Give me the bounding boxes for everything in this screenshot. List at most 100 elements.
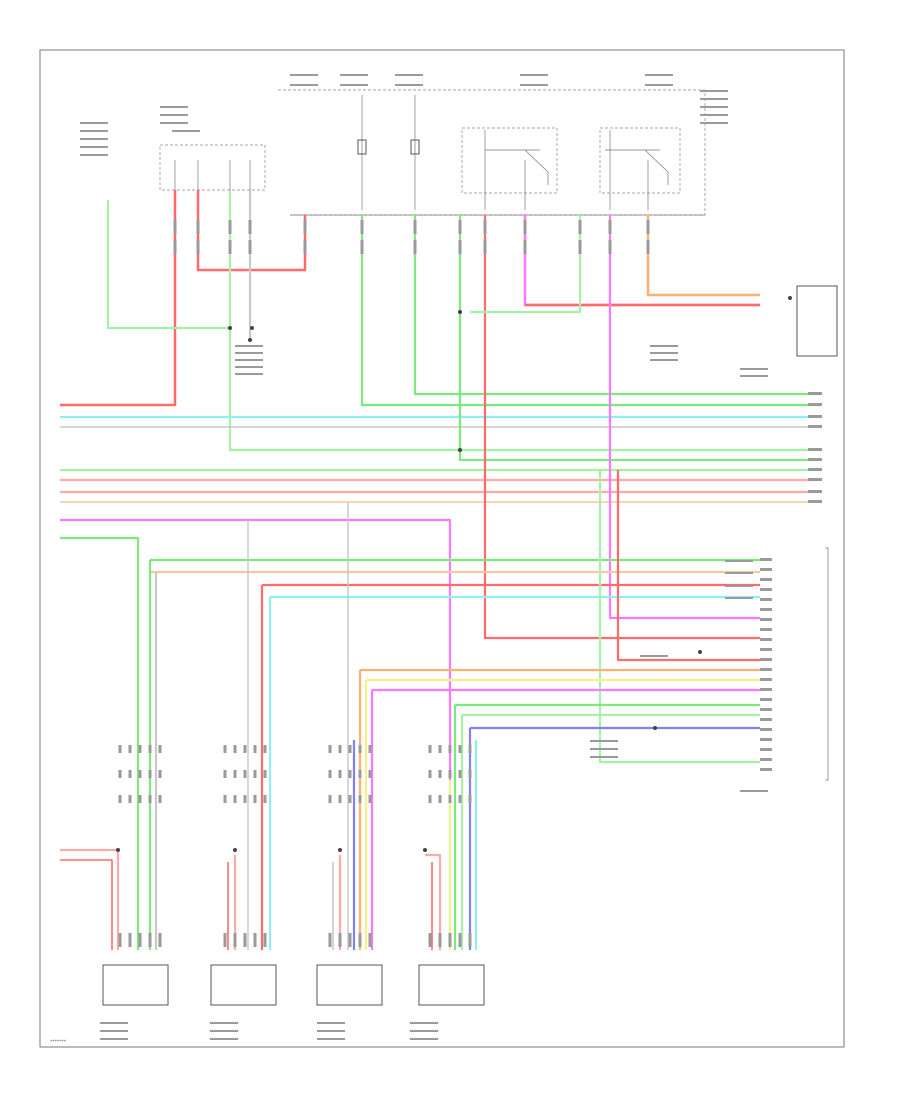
- connector-pin: [368, 795, 372, 803]
- label-mark: [410, 1030, 438, 1032]
- control-unit-pin: [760, 618, 772, 621]
- label-mark: [740, 375, 768, 377]
- label-mark: [235, 366, 263, 368]
- connector-pin: [173, 220, 177, 234]
- connector-pin: [263, 770, 267, 778]
- control-unit-pin: [760, 708, 772, 711]
- connector-pin: [358, 770, 362, 778]
- connector-pin: [448, 770, 452, 778]
- label-mark: [650, 345, 678, 347]
- label-mark: [725, 572, 753, 574]
- control-unit-pin: [760, 758, 772, 761]
- junction-dot: [338, 848, 342, 852]
- connector-pin: [243, 795, 247, 803]
- wire-magenta-lower: [60, 518, 452, 780]
- label-mark: [80, 146, 108, 148]
- switch-assembly: [159, 144, 266, 191]
- wire-pink-gnd4: [425, 853, 442, 950]
- connector-pin: [338, 745, 342, 753]
- label-mark: [340, 74, 368, 76]
- label-mark: [395, 84, 423, 86]
- connector-pin: [263, 933, 267, 947]
- label-mark: [290, 84, 318, 86]
- label-mark: [645, 84, 673, 86]
- control-unit-pin: [760, 698, 772, 701]
- connector-pin: [578, 220, 582, 234]
- label-mark: [160, 122, 188, 124]
- control-unit-pin: [760, 558, 772, 561]
- diagram-code: *******: [50, 1039, 67, 1045]
- connector-pin: [148, 933, 152, 947]
- label-mark: [700, 122, 728, 124]
- connector-pin: [428, 795, 432, 803]
- label-mark: [100, 1030, 128, 1032]
- label-mark: [700, 106, 728, 108]
- module-3: [316, 964, 383, 1006]
- junction-dot: [250, 326, 254, 330]
- label-mark: [650, 359, 678, 361]
- connector-pin: [263, 795, 267, 803]
- control-unit-pin: [760, 738, 772, 741]
- connector-pin: [138, 933, 142, 947]
- connector-pin: [223, 745, 227, 753]
- wire-orange-relay2: [646, 215, 760, 297]
- connector-pin: [253, 933, 257, 947]
- bus-end-label: [808, 500, 822, 503]
- label-mark: [395, 74, 423, 76]
- connector-pin: [328, 745, 332, 753]
- wire-red-left-run: [60, 190, 177, 407]
- control-unit-pin: [760, 688, 772, 691]
- connector-pin: [228, 220, 232, 234]
- label-mark: [160, 114, 188, 116]
- connector-pin: [368, 770, 372, 778]
- label-mark: [235, 359, 263, 361]
- fuse-box-outline: [278, 89, 706, 216]
- connector-pin: [438, 770, 442, 778]
- connector-pin: [158, 795, 162, 803]
- connector-pin: [428, 770, 432, 778]
- connector-pin: [158, 745, 162, 753]
- label-mark: [645, 74, 673, 76]
- control-unit-pin: [760, 668, 772, 671]
- connector-pin: [233, 933, 237, 947]
- label-mark: [290, 74, 318, 76]
- connector-pin: [348, 770, 352, 778]
- junction-dots: [116, 296, 792, 852]
- connector-pin: [483, 220, 487, 234]
- label-mark: [210, 1030, 238, 1032]
- wire-pink-gnd1: [60, 848, 120, 950]
- connector-pin: [458, 240, 462, 254]
- connector-pin: [348, 795, 352, 803]
- connector-pin: [118, 770, 122, 778]
- label-mark: [740, 368, 768, 370]
- module-2: [210, 964, 277, 1006]
- connector-pin: [233, 745, 237, 753]
- connector-pin: [243, 770, 247, 778]
- wire-green-switch: [228, 190, 460, 452]
- label-mark: [520, 84, 548, 86]
- connector-pin: [458, 933, 462, 947]
- label-mark: [700, 98, 728, 100]
- connector-pin: [458, 220, 462, 234]
- label-mark: [317, 1022, 345, 1024]
- connector-pin: [303, 240, 307, 254]
- label-mark: [520, 74, 548, 76]
- label-mark: [210, 1038, 238, 1040]
- fuse-block-2: [410, 95, 420, 210]
- control-unit-pin: [760, 598, 772, 601]
- junction-dot: [458, 310, 462, 314]
- connector-pin: [248, 240, 252, 254]
- connector-pin: [118, 933, 122, 947]
- connector-pin: [428, 745, 432, 753]
- label-mark: [700, 114, 728, 116]
- connector-pin: [328, 933, 332, 947]
- wire-ltgreen-cu2: [598, 470, 760, 764]
- wire-red-relay1: [483, 215, 760, 640]
- wire-green-relay1: [458, 215, 820, 462]
- connector-pin: [348, 745, 352, 753]
- connector-pin: [148, 770, 152, 778]
- control-unit-pin: [760, 588, 772, 591]
- control-unit-pins: [760, 558, 772, 771]
- connector-pin: [243, 933, 247, 947]
